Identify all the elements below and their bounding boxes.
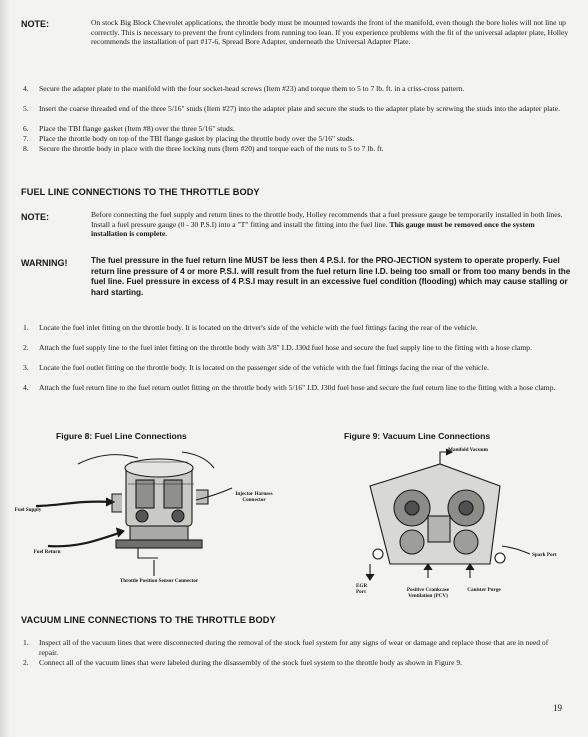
- section-heading-fuel: FUEL LINE CONNECTIONS TO THE THROTTLE BO…: [21, 187, 260, 197]
- fig9-label-spark-port: Spark Port: [532, 552, 557, 558]
- list-item: 2.Connect all of the vacuum lines that w…: [23, 658, 463, 667]
- install-steps: 4.Secure the adapter plate to the manifo…: [23, 84, 569, 154]
- list-item: 1.Locate the fuel inlet fitting on the t…: [23, 323, 478, 332]
- fig9-label-egr-port: EGR Port: [356, 583, 368, 595]
- fuel-steps: 1.Locate the fuel inlet fitting on the t…: [23, 323, 569, 403]
- note-label: NOTE:: [21, 212, 49, 222]
- binding-edge: [0, 0, 10, 737]
- fig8-label-injector-harness: Injector Harness Connector: [235, 491, 273, 503]
- fig9-label-manifold-vacuum: Manifold Vacuum: [448, 447, 488, 453]
- list-item: 4.Attach the fuel return line to the fue…: [23, 383, 556, 392]
- list-item: 3.Locate the fuel outlet fitting on the …: [23, 363, 489, 372]
- figure9-title: Figure 9: Vacuum Line Connections: [344, 431, 491, 441]
- list-item: 7.Place the throttle body on top of the …: [23, 134, 355, 143]
- list-item: 4.Secure the adapter plate to the manifo…: [23, 84, 465, 93]
- fig8-label-fuel-return: Fuel Return: [33, 549, 61, 555]
- figure8-fuel-line-diagram: [35, 451, 233, 576]
- figure8-title: Figure 8: Fuel Line Connections: [56, 431, 187, 441]
- list-item: 2.Attach the fuel supply line to the fue…: [23, 343, 533, 352]
- figure9-vacuum-line-diagram: [365, 448, 531, 581]
- fig8-label-fuel-supply: Fuel Supply: [14, 507, 42, 513]
- warning-text: The fuel pressure in the fuel return lin…: [91, 256, 571, 297]
- warning-label: WARNING!: [21, 258, 68, 268]
- note-text: Before connecting the fuel supply and re…: [91, 210, 563, 239]
- list-item: 8.Secure the throttle body in place with…: [23, 144, 384, 153]
- list-item: 5.Insert the coarse threaded end of the …: [23, 104, 560, 113]
- list-item: 6.Place the TBI flange gasket (Item #8) …: [23, 124, 235, 133]
- page-number: 19: [553, 703, 562, 713]
- fig9-label-canister-purge: Canister Purge: [467, 587, 501, 593]
- fig8-label-tps: Throttle Position Sensor Connector: [119, 578, 199, 584]
- list-item: 1.Inspect all of the vacuum lines that w…: [23, 638, 549, 657]
- vacuum-steps: 1.Inspect all of the vacuum lines that w…: [23, 638, 569, 678]
- fig9-label-pcv: Positive Crankcase Ventilation (PCV): [406, 587, 450, 599]
- section-heading-vacuum: VACUUM LINE CONNECTIONS TO THE THROTTLE …: [21, 615, 276, 625]
- note-text: On stock Big Block Chevrolet application…: [91, 18, 569, 47]
- note-label: NOTE:: [21, 19, 49, 29]
